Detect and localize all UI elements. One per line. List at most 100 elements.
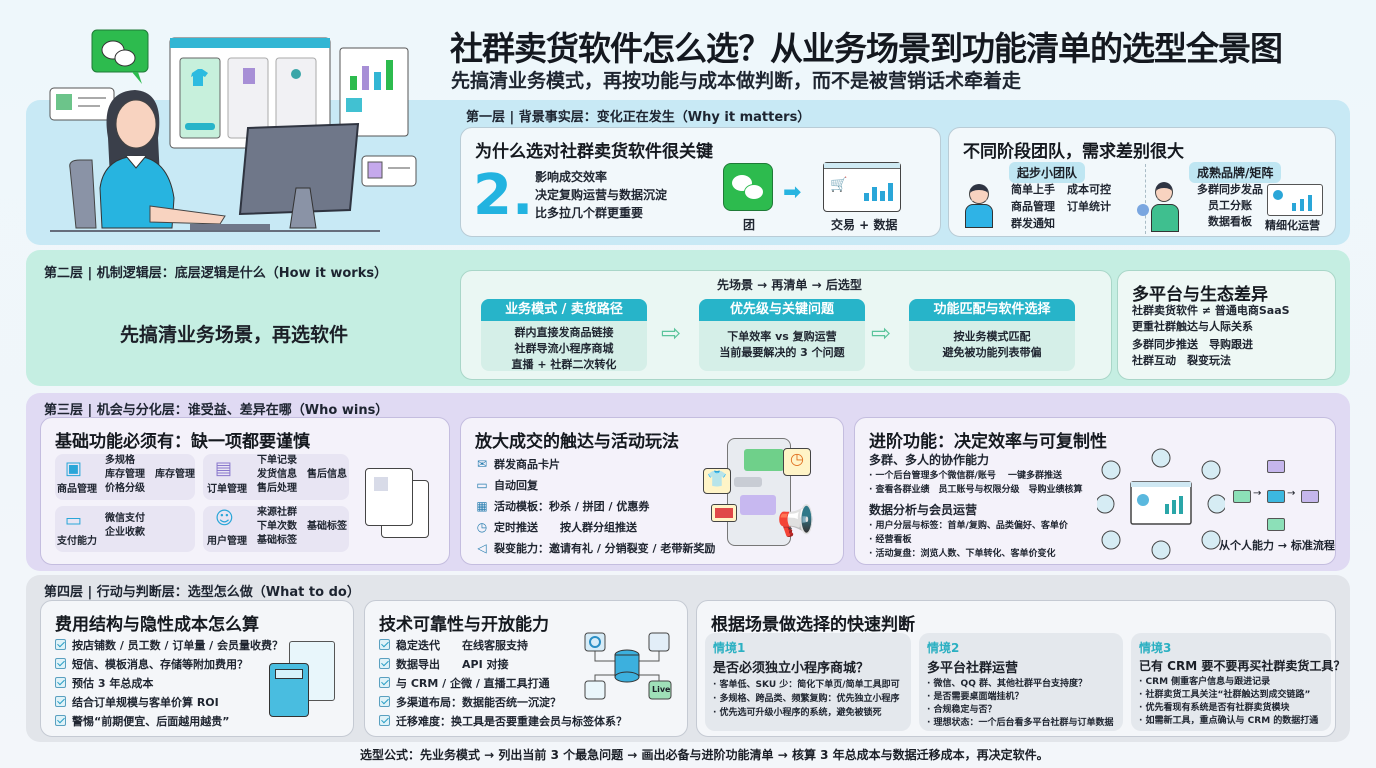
reach-item: ✉群发商品卡片 <box>475 454 715 475</box>
tech-title: 技术可靠性与开放能力 <box>379 615 549 635</box>
platform-card: 多平台与生态差异 社群卖货软件 ≠ 普通电商SaaS 更重社群触达与人际关系 多… <box>1117 270 1336 380</box>
checkbox-checked-icon <box>55 639 66 650</box>
decide-title: 根据场景做选择的快速判断 <box>711 615 915 635</box>
checkbox-checked-icon <box>55 715 66 726</box>
stages-title: 不同阶段团队，需求差别很大 <box>963 142 1184 162</box>
step-business-model: 业务模式 / 卖货路径 群内直接发商品链接 社群导流小程序商城 直播 + 社群二… <box>481 299 647 371</box>
cost-item: 按店铺数 / 员工数 / 订单量 / 会员量收费？ <box>55 636 283 655</box>
flow-title: 先场景 → 再清单 → 后选型 <box>717 278 862 292</box>
reach-item: ◷定时推送 按人群分组推送 <box>475 517 715 538</box>
layer3-label: 第三层 | 机会与分化层：谁受益、差异在哪（Who wins） <box>44 403 389 418</box>
checkbox-checked-icon <box>379 677 390 688</box>
team-stages-card: 不同阶段团队，需求差别很大 起步小团队 简单上手 成本可控 商品管理 订单统计 … <box>948 127 1336 237</box>
user-icon: ☺ <box>215 508 234 529</box>
dashboard-label: 交易 + 数据 <box>831 218 898 232</box>
tech-item: 多渠道布局：数据能否统一沉淀？ <box>379 693 627 712</box>
chat-icon: ▭ <box>476 478 488 492</box>
layer1-label: 第一层 | 背景事实层：变化正在发生（Why it matters） <box>466 110 811 125</box>
tech-reliability-card: 技术可靠性与开放能力 稳定迭代 在线客服支持 数据导出 API 对接 与 CRM… <box>364 600 688 737</box>
checkbox-checked-icon <box>55 696 66 707</box>
reach-activities-card: 放大成交的触达与活动玩法 ✉群发商品卡片 ▭自动回复 ▦活动模板：秒杀 / 拼团… <box>460 417 844 565</box>
selection-formula: 选型公式：先业务模式 → 列出当前 3 个最急问题 → 画出必备与进阶功能清单 … <box>360 748 1049 762</box>
advanced-caption: 从个人能力 → 标准流程 <box>1219 539 1335 552</box>
documents-icon <box>363 468 433 542</box>
why-it-matters-card: 为什么选对社群卖货软件很关键 2. 影响成交效率 决定复购运营与数据沉淀 比多拉… <box>460 127 941 237</box>
calculator-icon <box>269 641 345 723</box>
basic-title: 基础功能必须有：缺一项都要谨慎 <box>55 432 310 452</box>
wallet-icon: ▭ <box>65 510 83 531</box>
cost-item: 短信、模板消息、存储等附加费用？ <box>55 655 283 674</box>
checkbox-checked-icon <box>55 658 66 669</box>
small-team-tag: 起步小团队 <box>1009 162 1086 183</box>
mature-avatar <box>1137 182 1187 234</box>
step-priority: 优先级与关键问题 下单效率 vs 复购运营 当前最要解决的 3 个问题 <box>699 299 865 371</box>
scenario-3: 情境3 已有 CRM 要不要再买社群卖货工具？ · CRM 侧重客户信息与跟进记… <box>1131 633 1345 731</box>
mature-items: 多群同步发品 员工分账 数据看板 <box>1197 183 1263 228</box>
why-point: 决定复购运营与数据沉淀 <box>535 188 668 202</box>
wechat-icon <box>723 163 773 211</box>
clipboard-icon: ▤ <box>215 458 233 479</box>
dashboard-icon: 🛒 <box>823 162 901 212</box>
cost-structure-card: 费用结构与隐性成本怎么算 按店铺数 / 员工数 / 订单量 / 会员量收费？ 短… <box>40 600 354 737</box>
layer2-label: 第二层 | 机制逻辑层：底层逻辑是什么（How it works） <box>44 266 388 281</box>
page-subtitle: 先搞清业务模式，再按功能与成本做判断，而不是被营销话术牵着走 <box>451 70 1022 92</box>
small-team-avatar <box>965 184 993 234</box>
layer4-label: 第四层 | 行动与判断层：选型怎么做（What to do） <box>44 585 360 600</box>
arrow-right-icon: ⇨ <box>661 319 682 347</box>
mature-extra: 精细化运营 <box>1265 219 1320 232</box>
mail-icon: ✉ <box>476 457 488 471</box>
tech-item: 迁移难度：换工具是否要重建会员与标签体系？ <box>379 712 627 731</box>
checkbox-checked-icon <box>379 696 390 707</box>
reach-item: ▦活动模板：秒杀 / 拼团 / 优惠券 <box>475 496 715 517</box>
database-integration-icon: Live <box>577 631 677 703</box>
advanced-features-card: 进阶功能：决定效率与可复制性 多群、多人的协作能力 · 一个后台管理多个微信群/… <box>854 417 1336 565</box>
cost-item: 结合订单规模与客单价算 ROI <box>55 693 283 712</box>
cost-item: 警惕“前期便宜、后面越用越贵” <box>55 712 283 731</box>
cost-item: 预估 3 年总成本 <box>55 674 283 693</box>
wechat-label: 团 <box>743 218 756 232</box>
checkbox-checked-icon <box>379 715 390 726</box>
quick-decision-card: 根据场景做选择的快速判断 情境1 是否必须独立小程序商城？ · 客单低、SKU … <box>696 600 1345 737</box>
reach-item: ◁裂变能力：邀请有礼 / 分销裂变 / 老带新奖励 <box>475 538 715 559</box>
megaphone-icon: ◁ <box>477 541 487 555</box>
why-card-title: 为什么选对社群卖货软件很关键 <box>475 142 713 162</box>
phone-chat-illustration: 👕 ◷ 📢 <box>699 438 839 558</box>
tech-item: 稳定迭代 在线客服支持 <box>379 636 627 655</box>
analytics-chart-icon <box>1267 184 1323 216</box>
cost-title: 费用结构与隐性成本怎么算 <box>55 615 259 635</box>
reach-item: ▭自动回复 <box>475 475 715 496</box>
mature-tag: 成熟品牌/矩阵 <box>1189 162 1282 183</box>
checkbox-checked-icon <box>379 639 390 650</box>
why-point: 比多拉几个群更重要 <box>535 206 644 220</box>
feature-user-mgmt: ☺ 用户管理 来源社群 下单次数 基础标签 基础标签 <box>203 506 349 552</box>
advanced-title: 进阶功能：决定效率与可复制性 <box>869 432 1107 452</box>
feature-order-mgmt: ▤ 订单管理 下单记录 发货信息 售后信息 售后处理 <box>203 454 349 500</box>
checkbox-checked-icon <box>55 677 66 688</box>
woman-at-computer-icon <box>49 29 417 232</box>
why-point: 影响成交效率 <box>535 170 608 184</box>
page-title: 社群卖货软件怎么选？从业务场景到功能清单的选型全景图 <box>450 29 1283 68</box>
calendar-icon: ▦ <box>476 499 488 513</box>
hero-illustration <box>40 28 440 238</box>
scenario-2: 情境2 多平台社群运营 · 微信、QQ 群、其他社群平台支持度？ · 是否需要桌… <box>919 633 1123 731</box>
checkbox-checked-icon <box>379 658 390 669</box>
feature-payment: ▭ 支付能力 微信支付 企业收款 <box>55 506 195 552</box>
layer2-headline: 先搞清业务场景，再选软件 <box>120 324 349 346</box>
tech-item: 数据导出 API 对接 <box>379 655 627 674</box>
tech-item: 与 CRM / 企微 / 直播工具打通 <box>379 674 627 693</box>
basic-features-card: 基础功能必须有：缺一项都要谨慎 ▣ 商品管理 多规格 库存管理 库存管理 价格分… <box>40 417 450 565</box>
live-badge: Live <box>652 685 671 694</box>
flow-card: 先场景 → 再清单 → 后选型 业务模式 / 卖货路径 群内直接发商品链接 社群… <box>460 270 1112 380</box>
step-feature-match: 功能匹配与软件选择 按业务模式匹配 避免被功能列表带偏 <box>909 299 1075 371</box>
clock-icon: ◷ <box>476 520 488 534</box>
arrow-right-icon: ➡ <box>783 180 802 205</box>
big-number: 2. <box>473 163 534 228</box>
arrow-right-icon: ⇨ <box>871 319 892 347</box>
folder-flow-icon: → → <box>1233 460 1323 534</box>
feature-product-mgmt: ▣ 商品管理 多规格 库存管理 库存管理 价格分级 <box>55 454 195 500</box>
why-points: 影响成交效率 决定复购运营与数据沉淀 比多拉几个群更重要 <box>535 168 667 222</box>
scenario-1: 情境1 是否必须独立小程序商城？ · 客单低、SKU 少：简化下单页/简单工具即… <box>705 633 911 731</box>
divider <box>1145 164 1146 234</box>
platform-title: 多平台与生态差异 <box>1132 285 1268 305</box>
collaboration-network-icon <box>1095 448 1227 560</box>
